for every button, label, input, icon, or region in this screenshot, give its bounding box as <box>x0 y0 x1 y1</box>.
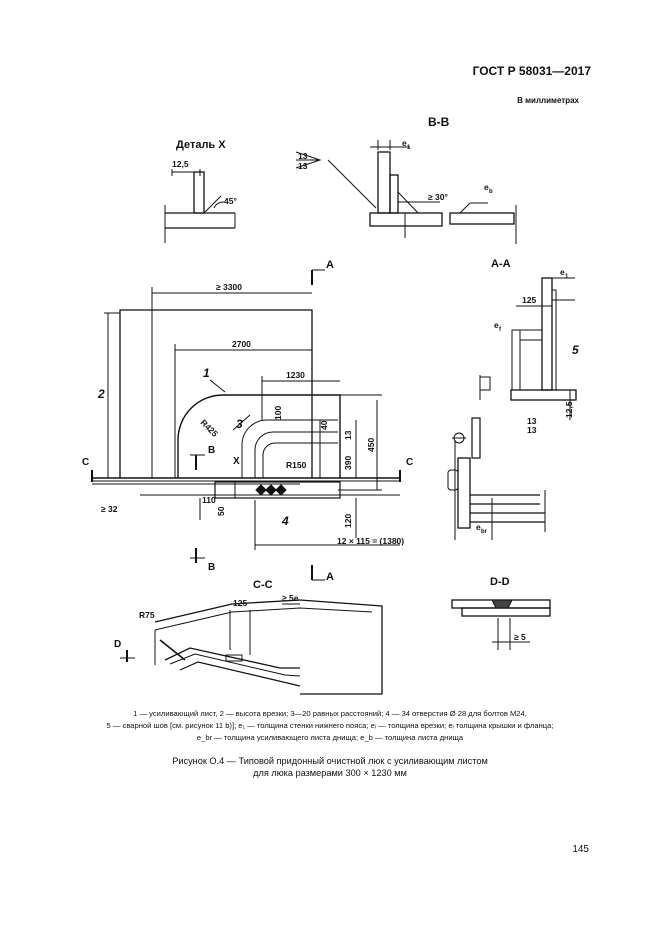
part-1: 1 <box>203 366 210 380</box>
cut-c-right: C <box>406 457 413 468</box>
section-dd-view <box>451 599 551 650</box>
dim-110: 110 <box>202 495 216 505</box>
dim-2700: 2700 <box>232 339 251 349</box>
plan-view <box>91 269 401 581</box>
detail-x-title: Деталь X <box>176 139 226 151</box>
dim-12-5-aa: 12,5 <box>564 401 574 418</box>
dim-3300: ≥ 3300 <box>216 282 242 292</box>
standard-number: ГОСТ Р 58031—2017 <box>472 64 591 78</box>
weld-13-aa-bottom: 13 <box>527 425 537 435</box>
dim-holes: 12 × 115 = (1380) <box>337 536 404 546</box>
dim-125-aa: 125 <box>522 295 536 305</box>
section-bb-title: B-B <box>428 115 450 129</box>
label-ef-aa-sub: f <box>499 327 502 333</box>
legend-line-1: 1 — усиливающий лист, 2 — высота врезки;… <box>133 709 527 718</box>
dim-r75: R75 <box>139 610 155 620</box>
section-cc-title: C-C <box>253 579 273 591</box>
dim-5: ≥ 5 <box>514 632 526 642</box>
section-cc-view <box>120 599 383 695</box>
dim-450: 450 <box>366 438 376 452</box>
label-ef-aa: e <box>494 320 499 330</box>
legend-line-3: e_br — толщина усиливающего листа днища;… <box>196 733 464 742</box>
label-e1-bb: e <box>402 138 407 148</box>
dim-r425: R425 <box>199 417 221 439</box>
label-ebr-aa: e <box>476 522 481 532</box>
label-e1-aa-sub: 1 <box>565 274 569 280</box>
section-aa-view <box>447 277 577 540</box>
cut-c-left: C <box>82 457 89 468</box>
label-e1-bb-sub: 1 <box>407 145 411 151</box>
dim-120: 120 <box>343 514 353 528</box>
dim-390: 390 <box>343 456 353 470</box>
weld-13-aa-top: 13 <box>527 416 537 426</box>
label-eb-bb: e <box>484 182 489 192</box>
cut-a-bottom: A <box>326 571 334 583</box>
part-4: 4 <box>281 514 289 528</box>
detail-x-view <box>164 169 236 243</box>
dim-1230: 1230 <box>286 370 305 380</box>
label-e1-aa: e <box>560 267 565 277</box>
section-bb-view <box>295 140 517 244</box>
part-5: 5 <box>572 343 579 357</box>
weld-13-top: 13 <box>298 151 308 161</box>
section-aa-title: A-A <box>491 258 511 270</box>
caption-line-2: для люка размерами 300 × 1230 мм <box>253 768 407 778</box>
label-ebr-aa-sub: br <box>481 529 488 535</box>
dim-5eb: ≥ 5e <box>282 593 299 603</box>
section-dd-title: D-D <box>490 576 510 588</box>
part-3: 3 <box>236 417 243 431</box>
units-note: В миллиметрах <box>517 96 579 105</box>
caption-line-1: Рисунок О.4 — Типовой придонный очистной… <box>172 756 488 766</box>
figure-caption: Рисунок О.4 — Типовой придонный очистной… <box>120 755 540 779</box>
cut-a-top: A <box>326 259 334 271</box>
label-eb-bb-sub: b <box>489 189 493 195</box>
cut-b-bottom: B <box>208 562 215 573</box>
legend-line-2: 5 — сварной шов [см. рисунок 11 b)]; e₁ … <box>106 721 554 730</box>
dim-30deg: ≥ 30° <box>428 192 448 202</box>
dim-40: 40 <box>319 420 329 430</box>
dim-100: 100 <box>273 406 283 420</box>
dim-45deg: 45° <box>224 196 237 206</box>
dim-32: ≥ 32 <box>101 504 118 514</box>
technical-drawing: Деталь X B-B A-A C-C D-D A A B B C C D X… <box>82 115 579 695</box>
page-number: 145 <box>572 844 589 855</box>
cut-d-marker: D <box>114 639 121 650</box>
dim-r150: R150 <box>286 460 307 470</box>
dim-125-cc: 125 <box>233 598 247 608</box>
dim-50: 50 <box>216 506 226 516</box>
dim-13: 13 <box>343 430 353 440</box>
cut-b-top: B <box>208 445 215 456</box>
figure-legend: 1 — усиливающий лист, 2 — высота врезки;… <box>70 708 590 744</box>
weld-13-bottom: 13 <box>298 161 308 171</box>
part-2: 2 <box>97 387 105 401</box>
dim-12-5-detail: 12,5 <box>172 159 189 169</box>
detail-x-marker: X <box>233 456 240 467</box>
